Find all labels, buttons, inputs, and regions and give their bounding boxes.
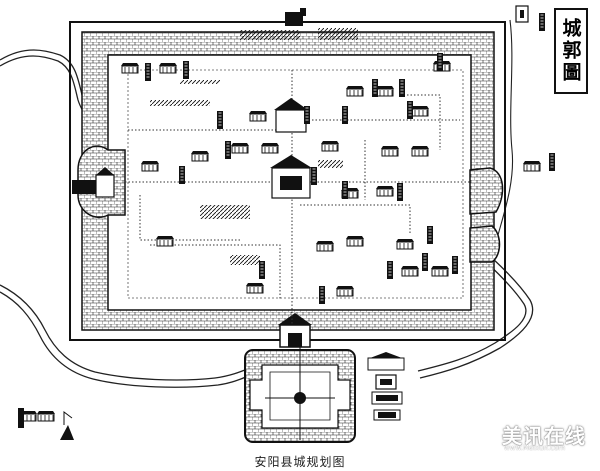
northeast-watchtower — [515, 5, 529, 23]
map-title-box: 城郭圖 — [554, 8, 588, 94]
map-caption: 安阳县城规划图 — [254, 455, 346, 469]
map-title: 城郭圖 — [559, 18, 582, 84]
north-wall-structures — [240, 8, 358, 40]
south-gate-tower — [278, 313, 312, 348]
east-gate-tower — [469, 167, 504, 263]
river-east — [417, 257, 534, 379]
county-yamen — [270, 98, 312, 199]
southeast-compound — [367, 352, 405, 421]
west-gate-tower — [72, 145, 126, 218]
tree-clusters — [150, 80, 343, 265]
watermark-url: www.Meixun.com — [504, 444, 566, 452]
southwest-structures — [18, 408, 74, 440]
south-barbican — [244, 345, 356, 443]
river-southwest — [0, 284, 251, 388]
watermark-brand: 美讯在线 — [502, 424, 586, 448]
